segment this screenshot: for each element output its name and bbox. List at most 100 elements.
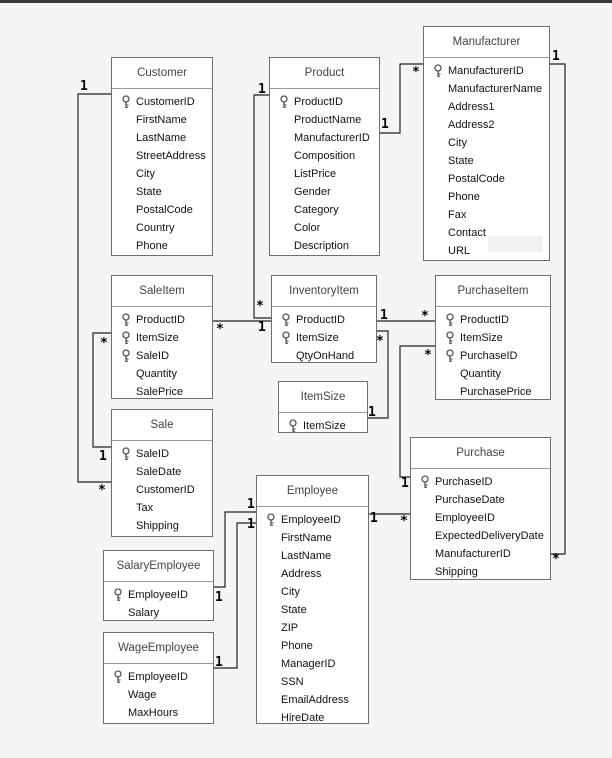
relationship-line[interactable]: [253, 94, 271, 319]
field-row[interactable]: FirstName: [257, 529, 368, 547]
relationship-line[interactable]: [92, 332, 111, 448]
field-row[interactable]: State: [112, 183, 212, 201]
field-row[interactable]: Gender: [270, 183, 379, 201]
field-row[interactable]: ItemSize: [436, 329, 550, 347]
field-row[interactable]: ProductName: [270, 111, 379, 129]
field-row[interactable]: ManufacturerID: [270, 129, 379, 147]
field-row[interactable]: Composition: [270, 147, 379, 165]
field-row[interactable]: Wage: [104, 686, 213, 704]
field-row[interactable]: HireDate: [257, 709, 368, 727]
relationship-line[interactable]: [380, 63, 423, 134]
field-row[interactable]: City: [424, 134, 549, 152]
field-row[interactable]: StreetAddress: [112, 147, 212, 165]
relationship-line[interactable]: [368, 330, 389, 419]
field-row[interactable]: EmployeeID: [411, 509, 550, 527]
field-row[interactable]: PurchaseDate: [411, 491, 550, 509]
field-row[interactable]: Salary: [104, 604, 213, 622]
field-row[interactable]: LastName: [257, 547, 368, 565]
field-row[interactable]: SaleDate: [112, 463, 212, 481]
field-row[interactable]: URL: [424, 242, 549, 260]
field-row[interactable]: ManufacturerID: [411, 545, 550, 563]
field-row[interactable]: Shipping: [112, 517, 212, 535]
relationship-line[interactable]: [214, 511, 256, 588]
field-row[interactable]: PostalCode: [424, 170, 549, 188]
field-row[interactable]: Phone: [424, 188, 549, 206]
field-row[interactable]: QtyOnHand: [272, 347, 376, 365]
field-row[interactable]: SaleID: [112, 445, 212, 463]
field-row[interactable]: ZIP: [257, 619, 368, 637]
field-row[interactable]: ProductID: [436, 311, 550, 329]
relationship-line[interactable]: [77, 93, 111, 483]
field-row[interactable]: FirstName: [112, 111, 212, 129]
field-row[interactable]: SalePrice: [112, 383, 212, 401]
field-row[interactable]: State: [424, 152, 549, 170]
field-row[interactable]: SSN: [257, 673, 368, 691]
manufacturer-table[interactable]: Manufacturer ManufacturerID ManufacturerN…: [423, 26, 550, 261]
field-row[interactable]: Shipping: [411, 563, 550, 581]
field-row[interactable]: ExpectedDeliveryDate: [411, 527, 550, 545]
field-row[interactable]: City: [112, 165, 212, 183]
field-row[interactable]: Phone: [257, 637, 368, 655]
field-row[interactable]: ProductID: [272, 311, 376, 329]
field-row[interactable]: ProductID: [112, 311, 212, 329]
field-row[interactable]: Address2: [424, 116, 549, 134]
field-row[interactable]: ManufacturerName: [424, 80, 549, 98]
field-row[interactable]: PostalCode: [112, 201, 212, 219]
field-row[interactable]: Tax: [112, 499, 212, 517]
field-row[interactable]: EmployeeID: [257, 511, 368, 529]
field-row[interactable]: ItemSize: [272, 329, 376, 347]
field-row[interactable]: ProductID: [270, 93, 379, 111]
field-row[interactable]: MaxHours: [104, 704, 213, 722]
relationship-line[interactable]: [550, 63, 566, 555]
field-name: EmployeeID: [281, 514, 341, 526]
field-row[interactable]: Contact: [424, 224, 549, 242]
field-row[interactable]: ManagerID: [257, 655, 368, 673]
field-row[interactable]: Address1: [424, 98, 549, 116]
field-row[interactable]: EmployeeID: [104, 668, 213, 686]
field-row[interactable]: ItemSize: [112, 329, 212, 347]
field-row[interactable]: EmployeeID: [104, 586, 213, 604]
field-row[interactable]: PurchasePrice: [436, 383, 550, 401]
field-row[interactable]: Phone: [112, 237, 212, 255]
one-cardinality-label: 1: [258, 320, 266, 335]
field-row[interactable]: City: [257, 583, 368, 601]
field-row[interactable]: Color: [270, 219, 379, 237]
table-title: Manufacturer: [424, 27, 549, 58]
field-row[interactable]: Description: [270, 237, 379, 255]
field-row[interactable]: SaleID: [112, 347, 212, 365]
field-row[interactable]: CustomerID: [112, 481, 212, 499]
field-name: ItemSize: [136, 332, 179, 344]
relationship-line[interactable]: [399, 345, 435, 478]
field-name: ManufacturerName: [448, 83, 543, 95]
primary-key-icon: [267, 513, 275, 526]
field-row[interactable]: PurchaseID: [436, 347, 550, 365]
field-row[interactable]: EmailAddress: [257, 691, 368, 709]
field-row[interactable]: LastName: [112, 129, 212, 147]
field-row[interactable]: Quantity: [112, 365, 212, 383]
field-row[interactable]: Address: [257, 565, 368, 583]
field-row[interactable]: Category: [270, 201, 379, 219]
field-row[interactable]: State: [257, 601, 368, 619]
field-row[interactable]: CustomerID: [112, 93, 212, 111]
field-row[interactable]: Country: [112, 219, 212, 237]
table-title: Product: [270, 58, 379, 89]
field-row[interactable]: ItemSize: [279, 417, 367, 435]
itemsize-table[interactable]: ItemSize ItemSize: [278, 381, 368, 433]
field-row[interactable]: PurchaseID: [411, 473, 550, 491]
field-row[interactable]: ListPrice: [270, 165, 379, 183]
field-row[interactable]: Quantity: [436, 365, 550, 383]
field-row[interactable]: Fax: [424, 206, 549, 224]
field-row[interactable]: ManufacturerID: [424, 62, 549, 80]
field-name: Country: [136, 222, 175, 234]
relationship-line[interactable]: [214, 522, 256, 669]
